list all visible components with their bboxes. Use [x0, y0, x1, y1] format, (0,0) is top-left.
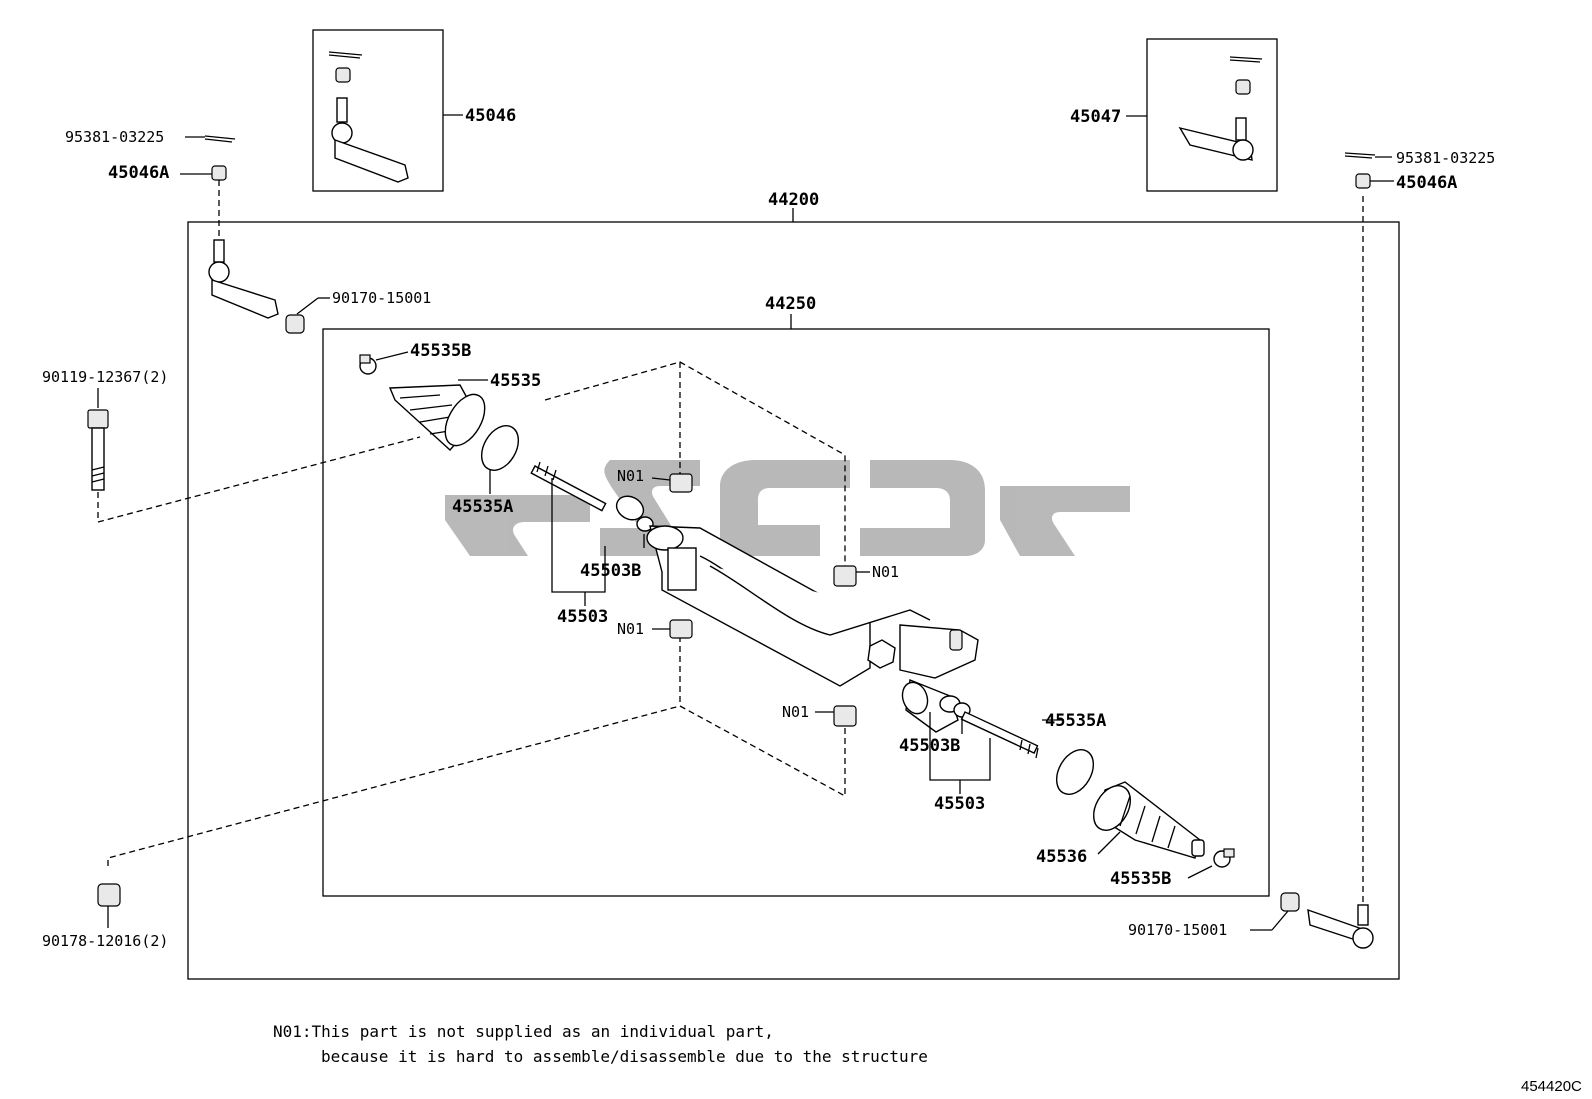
label-45536: 45536 — [1036, 847, 1087, 867]
label-n01-a: N01 — [617, 467, 644, 485]
clamp-45535B-top — [359, 354, 377, 375]
tie-rod-end-right — [1307, 904, 1374, 949]
tie-rod-end-icon — [331, 97, 409, 183]
figure-code: 454420C — [1521, 1078, 1582, 1095]
label-45535B-bottom: 45535B — [1110, 869, 1171, 889]
castle-nut-icon — [335, 67, 351, 83]
steering-rack-housing — [646, 525, 979, 733]
label-90119: 90119-12367(2) — [42, 368, 168, 386]
nut-90178 — [97, 883, 121, 907]
footnote-line-1: N01:This part is not supplied as an indi… — [273, 1022, 774, 1041]
nut-90170-left — [285, 314, 305, 334]
clamp-45535B-bottom — [1213, 848, 1235, 868]
tie-rod-45503-left — [530, 461, 654, 532]
footnote-line-2: because it is hard to assemble/disassemb… — [321, 1047, 928, 1066]
label-95381-right: 95381-03225 — [1396, 149, 1495, 167]
n01-block-a — [669, 473, 693, 493]
label-90170-left: 90170-15001 — [332, 289, 431, 307]
label-n01-c: N01 — [617, 620, 644, 638]
label-44250: 44250 — [765, 294, 816, 314]
tie-rod-45503-right — [939, 695, 1039, 759]
castle-nut-icon — [1235, 79, 1251, 95]
clamp-45535A-right — [1055, 749, 1095, 795]
label-n01-d: N01 — [782, 703, 809, 721]
cotter-pin-icon — [204, 135, 236, 143]
cotter-pin-icon — [1229, 56, 1263, 63]
label-45535: 45535 — [490, 371, 541, 391]
label-90170-right: 90170-15001 — [1128, 921, 1227, 939]
label-45503B-left: 45503B — [580, 561, 641, 581]
label-45535A-left: 45535A — [452, 497, 513, 517]
boot-45535 — [388, 384, 486, 451]
inset-box-45047 — [1146, 38, 1278, 192]
n01-block-b — [833, 565, 857, 587]
clamp-45535A-left — [480, 425, 520, 471]
cotter-pin-icon — [1344, 152, 1376, 159]
label-45535B-top: 45535B — [410, 341, 471, 361]
inset-box-45046 — [312, 29, 444, 192]
label-45046A-left: 45046A — [108, 163, 169, 183]
tie-rod-end-icon — [1178, 117, 1254, 161]
label-95381-left: 95381-03225 — [65, 128, 164, 146]
label-45535A-right: 45535A — [1045, 711, 1106, 731]
label-45503-right: 45503 — [934, 794, 985, 814]
boot-45536 — [1092, 781, 1205, 859]
label-45503-left: 45503 — [557, 607, 608, 627]
bolt-90119 — [87, 409, 109, 491]
label-44200: 44200 — [768, 190, 819, 210]
tie-rod-end-left — [208, 239, 279, 319]
castle-nut-icon — [211, 165, 227, 181]
label-45047: 45047 — [1070, 107, 1121, 127]
n01-block-d — [833, 705, 857, 727]
cotter-pin-icon — [328, 51, 363, 59]
label-n01-b: N01 — [872, 563, 899, 581]
label-45046A-right: 45046A — [1396, 173, 1457, 193]
label-90178: 90178-12016(2) — [42, 932, 168, 950]
castle-nut-icon — [1355, 173, 1371, 189]
assembly-box-44250 — [322, 328, 1270, 897]
nut-90170-right — [1280, 892, 1300, 912]
label-45046: 45046 — [465, 106, 516, 126]
n01-block-c — [669, 619, 693, 639]
